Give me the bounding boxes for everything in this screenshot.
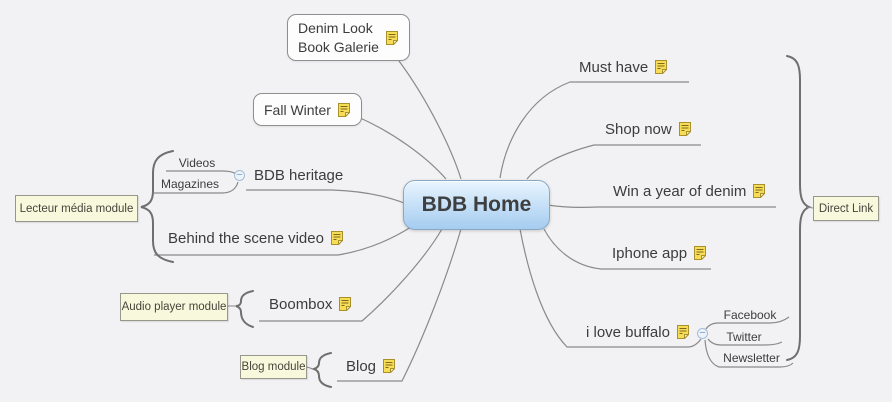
topic-iphone-app[interactable]: Iphone app — [612, 244, 707, 262]
tick-direct-link-callout — [805, 206, 814, 209]
connector-fall-winter — [357, 116, 447, 180]
branch-win-denim — [547, 204, 776, 208]
brace-blog-module — [310, 352, 332, 388]
brace-lecteur-media — [140, 150, 174, 263]
subtopic-facebook[interactable]: Facebook — [723, 308, 777, 322]
note-icon[interactable] — [338, 296, 352, 312]
branch-magazines — [154, 181, 239, 194]
branch-twitter — [707, 338, 783, 346]
note-icon[interactable] — [330, 230, 344, 246]
branch-bdb-heritage — [246, 189, 405, 204]
note-icon[interactable] — [337, 102, 351, 118]
callout-audio-player-module[interactable]: Audio player module — [120, 293, 228, 321]
topic-label: Fall Winter — [264, 101, 331, 118]
topic-behind-the-scene-video[interactable]: Behind the scene video — [168, 229, 344, 247]
branch-must-have — [499, 81, 689, 179]
topic-bdb-heritage[interactable]: BDB heritage — [254, 166, 343, 184]
topic-label: Boombox — [269, 295, 333, 313]
branch-behind-scene — [154, 226, 412, 256]
topic-label: i love buffalo — [586, 323, 670, 341]
branch-newsletter — [704, 339, 794, 368]
topic-shop-now[interactable]: Shop now — [605, 120, 692, 138]
topic-must-have[interactable]: Must have — [579, 58, 668, 76]
topic-denim-look-book-galerie[interactable]: Denim Look Book Galerie — [287, 14, 410, 61]
topic-label: Denim Look Book Galerie — [298, 19, 379, 55]
root-topic-bdb-home[interactable]: BDB Home — [403, 180, 550, 230]
topic-boombox[interactable]: Boombox — [269, 295, 352, 313]
note-icon[interactable] — [654, 59, 668, 75]
topic-label: Win a year of denim — [613, 182, 747, 200]
subtopic-videos[interactable]: Videos — [178, 156, 216, 170]
branch-blog — [337, 228, 462, 382]
topic-label-line2: Book Galerie — [298, 38, 379, 55]
topic-label: BDB heritage — [254, 166, 344, 184]
topic-label: Behind the scene video — [168, 229, 324, 247]
note-icon[interactable] — [752, 183, 766, 199]
note-icon[interactable] — [382, 358, 396, 374]
topic-label: Iphone app — [612, 244, 688, 262]
brace-audio-player — [235, 290, 254, 328]
subtopic-newsletter[interactable]: Newsletter — [723, 351, 780, 365]
brace-direct-link — [786, 55, 812, 361]
subtopic-magazines[interactable]: Magazines — [160, 177, 220, 191]
topic-i-love-buffalo[interactable]: i love buffalo — [586, 323, 690, 341]
subtopic-twitter[interactable]: Twitter — [726, 330, 762, 344]
topic-blog[interactable]: Blog — [346, 357, 396, 375]
tick-blog-callout — [306, 366, 314, 370]
branch-i-love-buffalo — [519, 228, 702, 348]
branch-videos — [166, 170, 239, 177]
callout-direct-link[interactable]: Direct Link — [813, 196, 879, 221]
note-icon[interactable] — [693, 245, 707, 261]
note-icon[interactable] — [678, 121, 692, 137]
collapse-icon[interactable]: − — [234, 170, 245, 181]
connector-denim-look — [398, 60, 462, 180]
collapse-icon[interactable]: − — [697, 328, 708, 339]
note-icon[interactable] — [385, 30, 399, 46]
callout-lecteur-media-module[interactable]: Lecteur média module — [15, 195, 138, 222]
topic-label: Must have — [579, 58, 649, 76]
topic-label-line1: Denim Look — [298, 20, 373, 37]
branch-shop-now — [526, 144, 701, 180]
branch-boombox — [259, 228, 443, 322]
topic-label: Shop now — [605, 120, 672, 138]
callout-blog-module[interactable]: Blog module — [240, 355, 307, 379]
branch-iphone-app — [543, 228, 711, 270]
note-icon[interactable] — [676, 324, 690, 340]
topic-fall-winter[interactable]: Fall Winter — [253, 93, 362, 126]
topic-label: Blog — [346, 357, 377, 375]
topic-win-a-year-of-denim[interactable]: Win a year of denim — [613, 182, 766, 200]
branch-facebook — [705, 316, 790, 330]
